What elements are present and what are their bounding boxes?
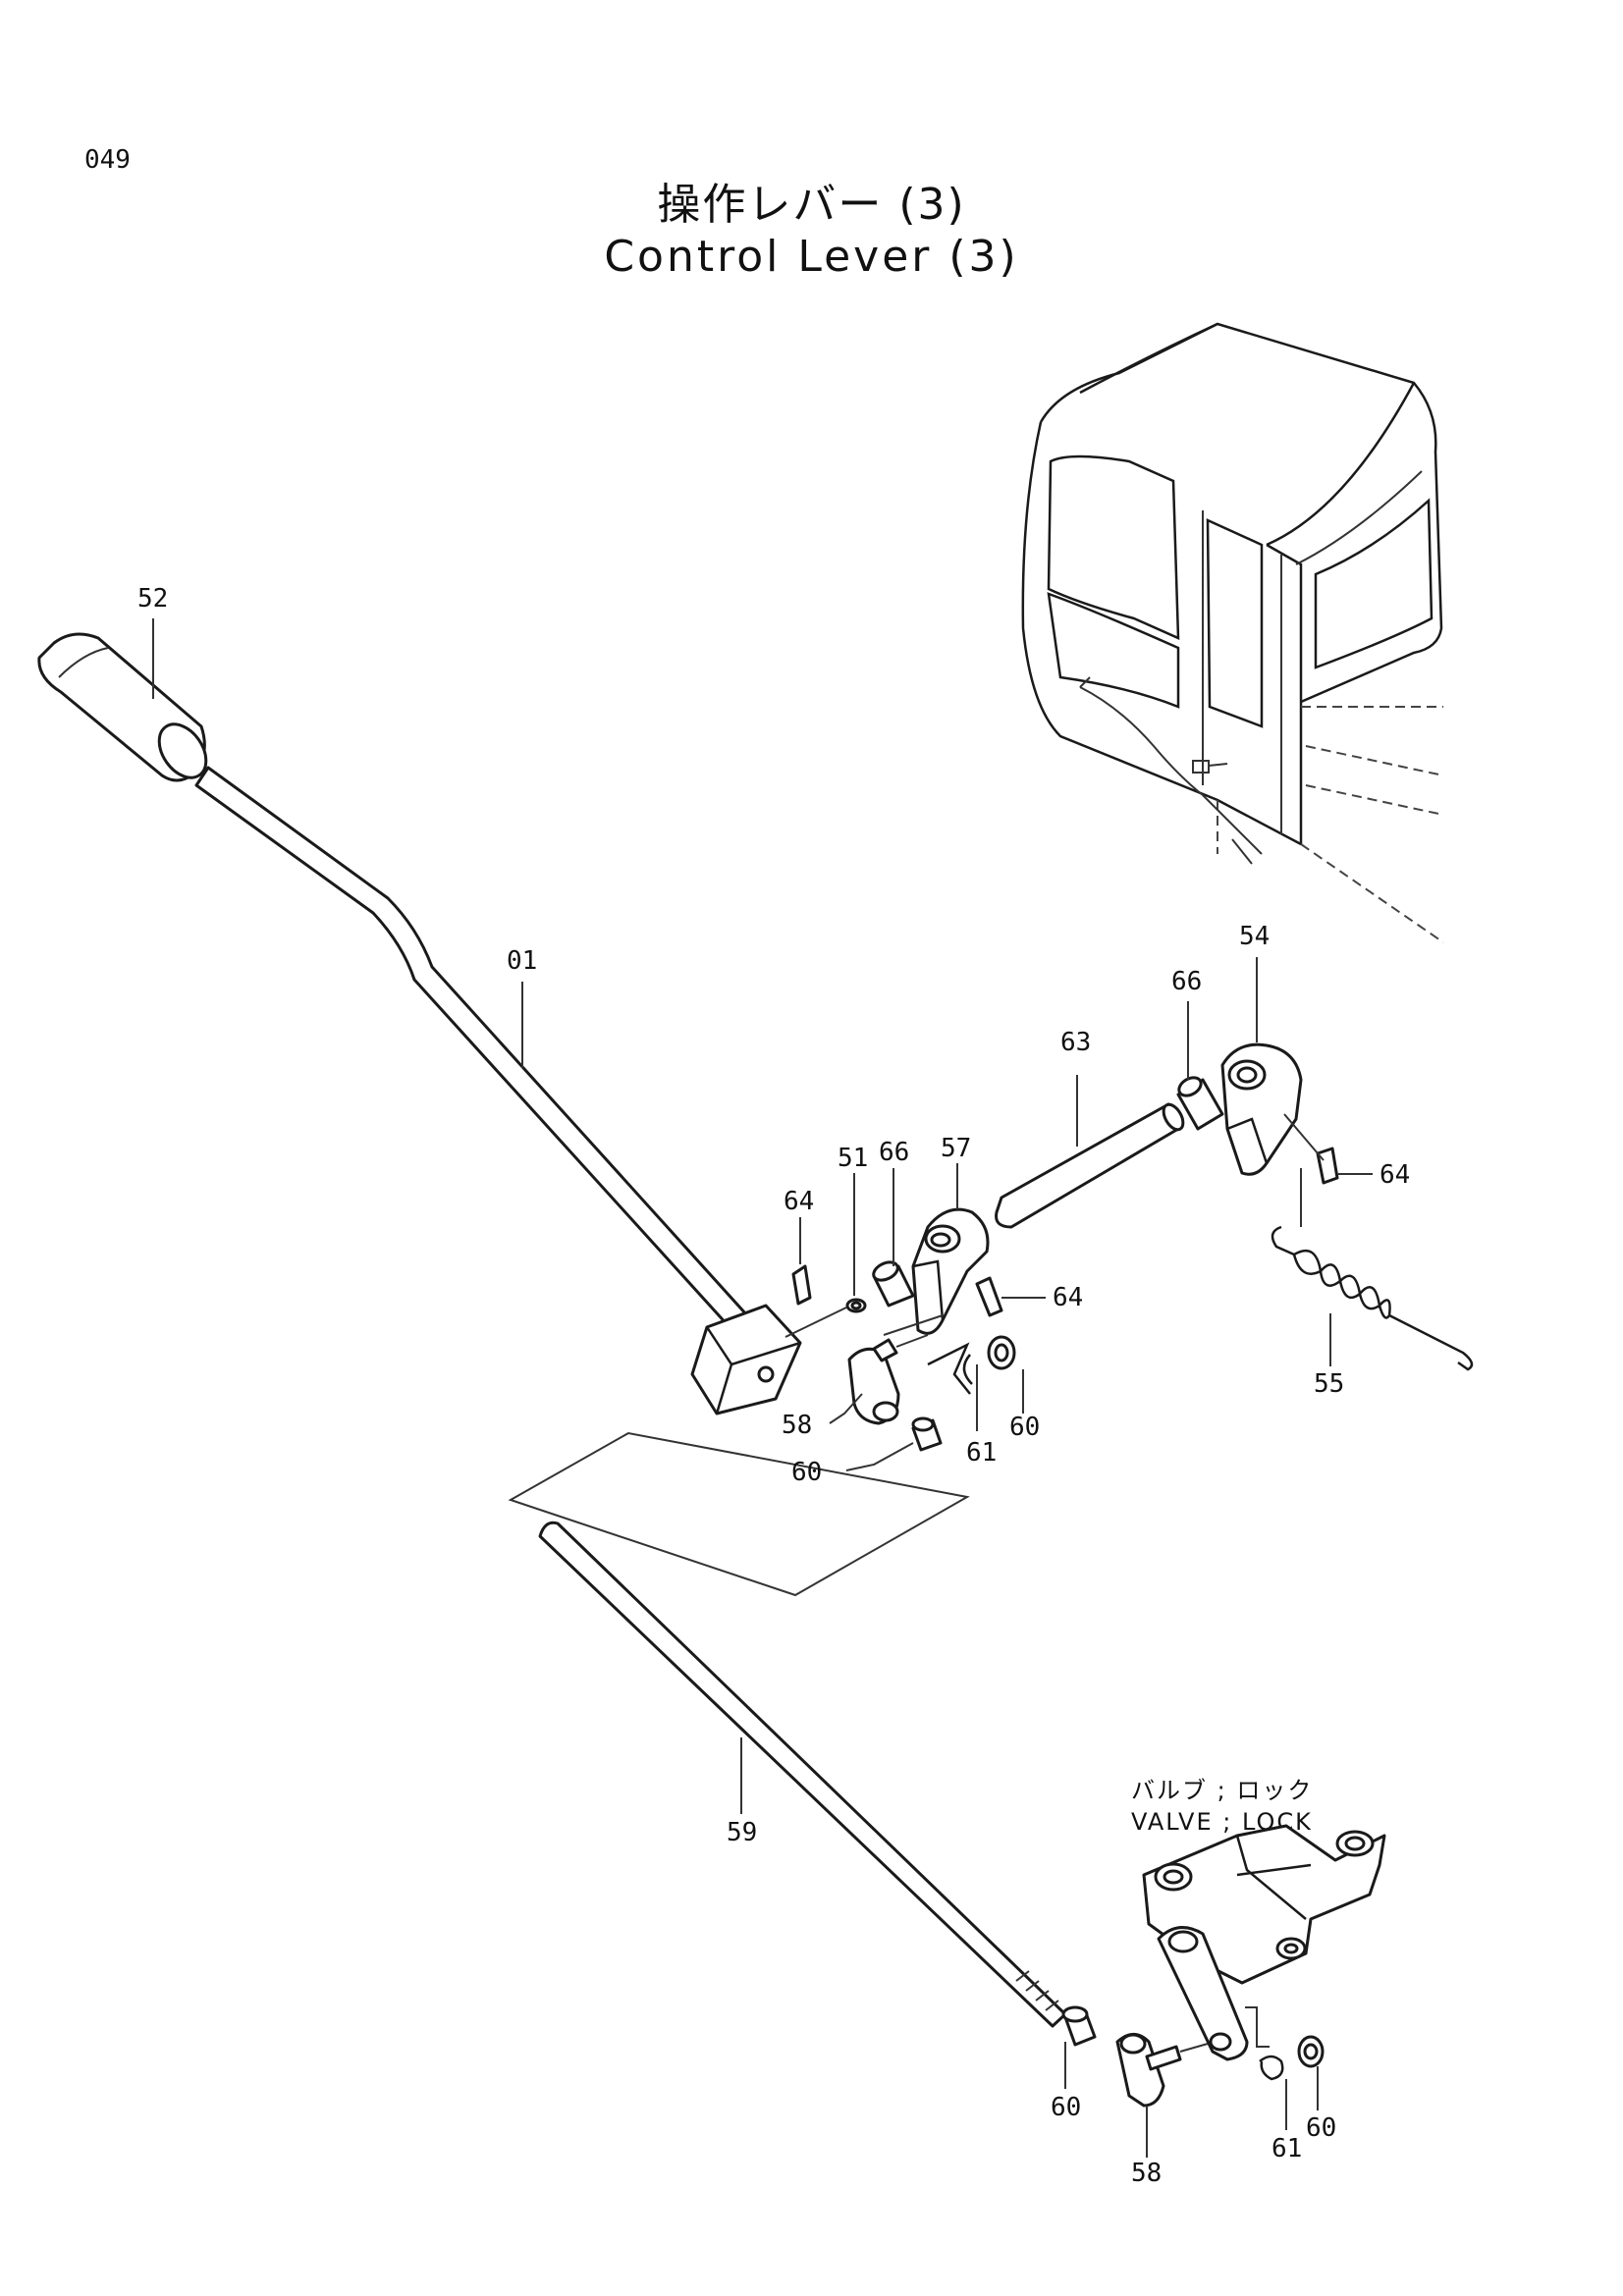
return-spring bbox=[1271, 1225, 1474, 1371]
connecting-rod bbox=[538, 1521, 1067, 2028]
part-labels: 52 01 54 66 63 57 66 51 64 64 64 55 58 6… bbox=[137, 584, 1410, 2188]
part-label-52: 52 bbox=[137, 584, 168, 614]
part-label-64-right: 64 bbox=[1380, 1160, 1410, 1190]
lock-valve-assembly bbox=[1142, 1824, 1386, 2081]
part-label-55: 55 bbox=[1314, 1369, 1344, 1399]
part-label-61-lower: 61 bbox=[1271, 2134, 1302, 2163]
part-label-60-right: 60 bbox=[1009, 1413, 1040, 1442]
inset-frame bbox=[508, 1431, 970, 1597]
diagram-title-english: Control Lever (3) bbox=[604, 232, 1019, 282]
part-label-64-middle: 64 bbox=[1053, 1283, 1083, 1312]
lever-arm-upper bbox=[1220, 1042, 1339, 1227]
part-label-54: 54 bbox=[1239, 922, 1270, 951]
part-label-51: 51 bbox=[838, 1144, 868, 1173]
lever-grip bbox=[37, 632, 208, 782]
part-label-01: 01 bbox=[507, 946, 537, 976]
cab-illustration bbox=[1021, 322, 1444, 943]
part-label-61-upper: 61 bbox=[966, 1438, 997, 1468]
part-label-63: 63 bbox=[1060, 1028, 1091, 1057]
control-lever-rod bbox=[194, 766, 802, 1415]
page-number: 049 bbox=[84, 145, 131, 175]
leader-lines bbox=[152, 618, 1373, 2158]
part-label-58-upper: 58 bbox=[782, 1411, 812, 1440]
part-label-64-left: 64 bbox=[784, 1187, 814, 1216]
bushings bbox=[872, 1076, 1224, 1308]
valve-annotation-japanese: バルブ ; ロック bbox=[1131, 1777, 1314, 1804]
shaft bbox=[995, 1102, 1185, 1229]
part-label-66-middle: 66 bbox=[879, 1138, 909, 1167]
ball-joint-upper bbox=[847, 1334, 1016, 1452]
part-label-60-lower-right: 60 bbox=[1306, 2113, 1336, 2143]
part-label-66-upper: 66 bbox=[1171, 967, 1202, 996]
part-label-60-lower: 60 bbox=[1051, 2093, 1081, 2122]
lever-arm-middle bbox=[883, 1207, 1003, 1336]
part-label-60-left: 60 bbox=[791, 1458, 822, 1487]
ball-joint-lower bbox=[1061, 2005, 1209, 2108]
pins-and-washer bbox=[784, 1264, 867, 1338]
part-label-58-lower: 58 bbox=[1131, 2159, 1162, 2188]
part-label-57: 57 bbox=[941, 1134, 971, 1163]
diagram-title-japanese: 操作レバー (3) bbox=[657, 180, 966, 230]
part-label-59: 59 bbox=[727, 1818, 757, 1847]
